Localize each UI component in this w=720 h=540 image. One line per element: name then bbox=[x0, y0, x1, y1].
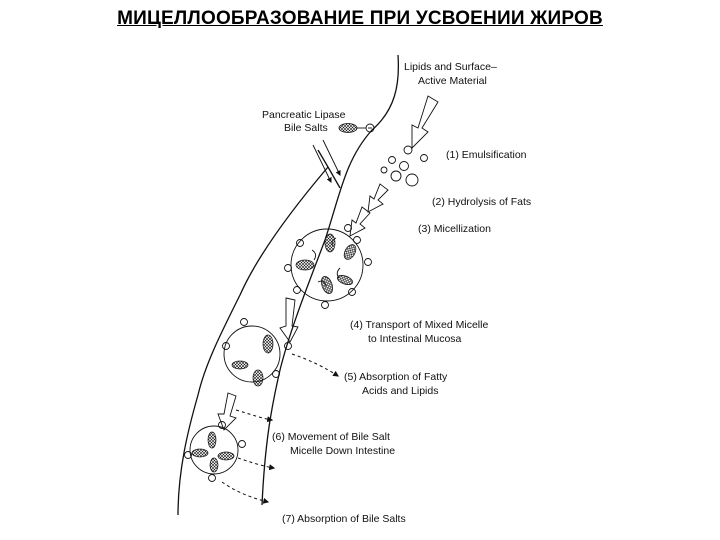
inflow-arrows bbox=[312, 139, 341, 183]
absorption-arrows bbox=[221, 353, 339, 504]
hollow-arrow-hydrolysis bbox=[367, 183, 389, 213]
label-lipase: Pancreatic Lipase bbox=[262, 109, 346, 121]
intestine-wall-left bbox=[177, 166, 329, 516]
slide-title: МИЦЕЛЛООБРАЗОВАНИЕ ПРИ УСВОЕНИИ ЖИРОВ bbox=[117, 8, 603, 29]
hollow-arrow-lipids bbox=[411, 95, 439, 150]
label-lipids-2: Active Material bbox=[418, 75, 487, 87]
label-step3: (3) Micellization bbox=[418, 223, 491, 235]
micelle-middle bbox=[222, 318, 292, 387]
label-step7: (7) Absorption of Bile Salts bbox=[282, 513, 406, 525]
hollow-arrows bbox=[217, 95, 439, 431]
label-step6: (6) Movement of Bile Salt bbox=[272, 431, 390, 443]
label-step5: (5) Absorption of Fatty bbox=[344, 371, 448, 383]
label-step5-2: Acids and Lipids bbox=[362, 385, 438, 397]
lipase-symbol bbox=[338, 123, 375, 133]
label-step4-2: to Intestinal Mucosa bbox=[368, 333, 462, 345]
duct-wall-top bbox=[317, 149, 341, 189]
label-bile-salts: Bile Salts bbox=[284, 122, 328, 134]
hollow-arrow-down bbox=[217, 392, 237, 431]
hollow-arrow-micelle bbox=[349, 206, 371, 237]
emulsion-droplets bbox=[380, 145, 428, 187]
mixed-micelle-large bbox=[284, 224, 372, 309]
micelle-lower bbox=[184, 421, 246, 482]
label-step1: (1) Emulsification bbox=[446, 149, 527, 161]
label-lipids: Lipids and Surface– bbox=[404, 61, 497, 73]
label-step6-2: Micelle Down Intestine bbox=[290, 445, 395, 457]
label-step2: (2) Hydrolysis of Fats bbox=[432, 196, 531, 208]
hollow-arrow-transport bbox=[279, 297, 299, 343]
label-step4: (4) Transport of Mixed Micelle bbox=[350, 319, 488, 331]
